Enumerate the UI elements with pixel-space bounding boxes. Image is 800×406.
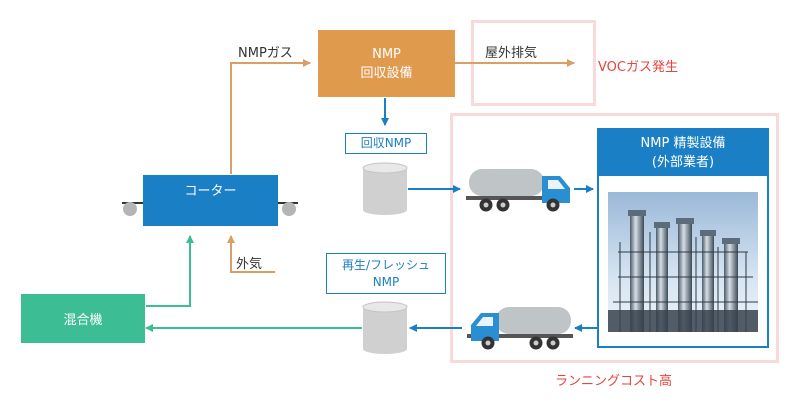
running-cost-warning: ランニングコスト高 (555, 374, 673, 389)
outside-air-label: 外気 (236, 257, 263, 272)
running-cost-highlight-frame (450, 113, 779, 363)
recovered-nmp-tank (362, 162, 408, 215)
refresh-nmp-line2: NMP (372, 274, 400, 289)
nmp-gas-flow-line (230, 59, 311, 174)
voc-gas-warning: VOCガス発生 (598, 60, 678, 75)
refinery-header: NMP 精製設備 (外部業者) (599, 130, 767, 176)
coater-label: コーター (184, 183, 237, 199)
coater-block: コーター (143, 175, 278, 203)
mixer-to-coater-line (146, 235, 194, 307)
tanker-truck-outbound (466, 169, 570, 212)
nmp-gas-label: NMPガス (238, 46, 293, 61)
recovery-unit-line2: 回収設備 (360, 65, 413, 81)
recovered-nmp-label: 回収NMP (345, 133, 427, 154)
coater-roller-right (282, 202, 296, 216)
coater-roller-left (123, 202, 137, 216)
outside-air-flow-line (227, 235, 275, 273)
refresh-nmp-label: 再生/フレッシュ NMP (326, 253, 446, 294)
recovered-nmp-text: 回収NMP (360, 136, 412, 150)
nmp-refinery: NMP 精製設備 (外部業者) (597, 128, 769, 348)
coater-base (143, 203, 278, 226)
mixer-label: 混合機 (63, 313, 103, 328)
outdoor-exhaust-label: 屋外排気 (485, 46, 538, 61)
mixer-block: 混合機 (21, 294, 145, 343)
nmp-recovery-unit: NMP 回収設備 (318, 30, 455, 97)
refinery-plant-photo (608, 192, 758, 332)
tanker-truck-return (467, 307, 573, 350)
refinery-title: NMP 精製設備 (640, 136, 726, 151)
refresh-nmp-line1: 再生/フレッシュ (341, 257, 431, 272)
refinery-subtitle: (外部業者) (651, 155, 715, 170)
refreshed-nmp-tank (362, 301, 408, 354)
recovery-unit-line1: NMP (372, 46, 401, 62)
